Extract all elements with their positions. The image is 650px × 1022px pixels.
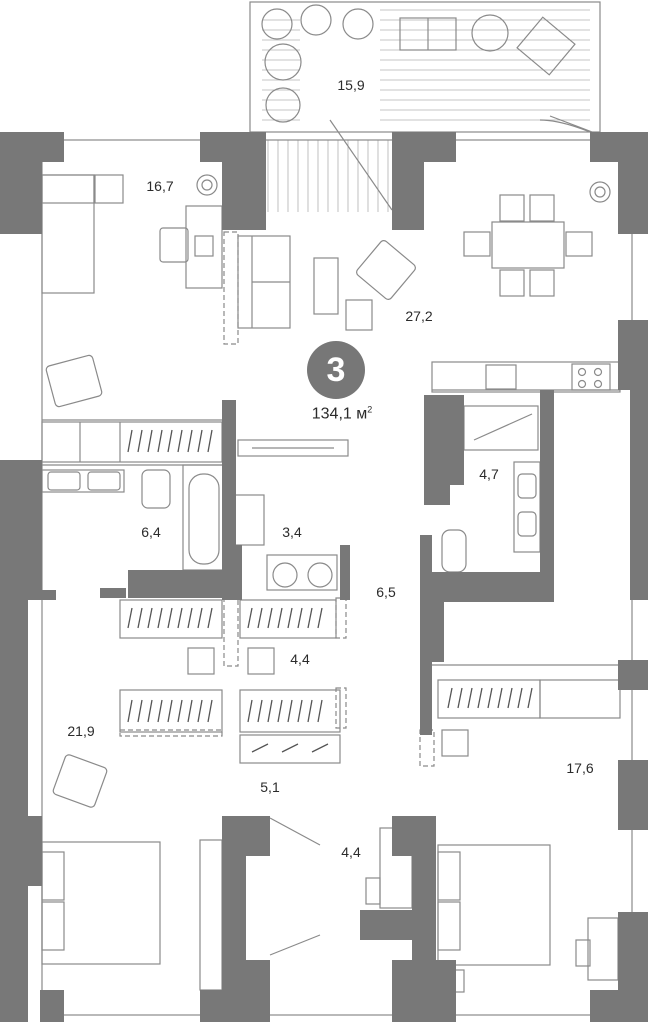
room-count-badge: 3 (307, 341, 365, 399)
area-label-bedroom-2: 17,6 (566, 760, 594, 776)
bedroom-furniture-lower (41, 115, 619, 993)
total-area: 134,1 м2 (312, 405, 373, 424)
area-label-hall: 6,5 (376, 584, 396, 600)
dashed-partitions (119, 231, 435, 767)
area-label-corridor: 5,1 (260, 779, 280, 795)
total-area-unit-power: 2 (367, 404, 373, 415)
wardrobe-storage (119, 599, 621, 909)
area-label-closet: 4,4 (341, 844, 361, 860)
area-label-bathroom-2: 4,7 (479, 466, 499, 482)
total-area-value: 134,1 (311, 405, 352, 423)
wardrobe-hatching (127, 429, 533, 753)
bathroom-fixtures (41, 405, 541, 591)
total-area-unit: м (356, 405, 368, 423)
bedroom-1-furniture (41, 174, 223, 463)
load-bearing-walls (0, 132, 648, 1022)
area-label-bathroom-1: 6,4 (141, 524, 161, 540)
terrace (249, 1, 601, 212)
area-label-terrace: 15,9 (337, 77, 365, 93)
area-label-living-kitchen: 27,2 (405, 308, 433, 324)
area-label-bedroom-1: 16,7 (146, 178, 174, 194)
room-count: 3 (326, 350, 346, 389)
area-label-laundry: 3,4 (282, 524, 302, 540)
area-label-master-bedroom: 21,9 (67, 723, 95, 739)
area-label-wardrobe: 4,4 (290, 651, 310, 667)
